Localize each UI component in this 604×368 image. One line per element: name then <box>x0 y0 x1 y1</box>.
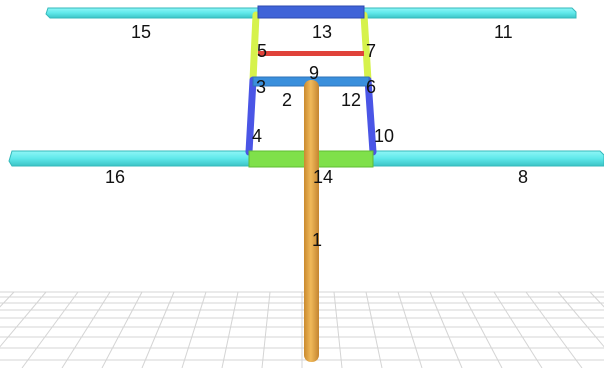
label-13: 13 <box>312 22 332 42</box>
label-2: 2 <box>282 90 292 110</box>
label-14: 14 <box>313 167 333 187</box>
label-12: 12 <box>341 90 361 110</box>
label-4: 4 <box>252 126 262 146</box>
member-13-beam <box>257 5 365 19</box>
floor-grid <box>0 291 604 368</box>
member-1-post <box>304 80 319 362</box>
label-16: 16 <box>105 167 125 187</box>
label-3: 3 <box>256 77 266 97</box>
red-crossbar <box>258 51 364 56</box>
label-1: 1 <box>312 230 322 250</box>
label-10: 10 <box>374 126 394 146</box>
label-9: 9 <box>309 63 319 83</box>
member-5-strut <box>249 11 260 84</box>
member-10-strut <box>364 76 377 156</box>
member-4-strut <box>245 76 257 156</box>
label-5: 5 <box>257 41 267 61</box>
label-11: 11 <box>494 22 513 42</box>
label-6: 6 <box>366 77 376 97</box>
label-8: 8 <box>518 167 528 187</box>
label-7: 7 <box>366 41 376 61</box>
label-15: 15 <box>131 22 151 42</box>
member-7-strut <box>360 11 372 84</box>
